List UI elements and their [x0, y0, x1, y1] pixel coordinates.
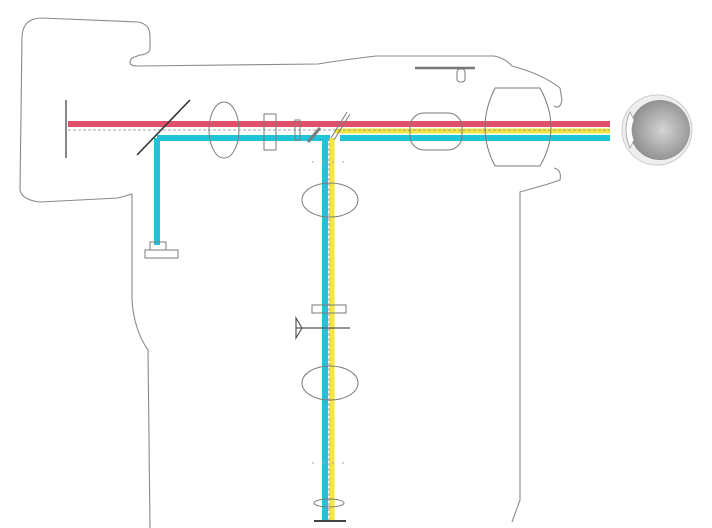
lens-5 — [313, 498, 345, 508]
objective-lens — [484, 87, 552, 167]
light-beams — [68, 121, 610, 522]
dichroic-mirror — [330, 111, 351, 141]
crosshair-reticle — [295, 315, 350, 341]
top-tab — [456, 68, 466, 83]
beam-splitter-mirror — [136, 99, 191, 156]
filter-3 — [311, 304, 347, 314]
small-mirror — [306, 127, 322, 143]
filter-1 — [263, 113, 277, 151]
lens-3 — [301, 182, 359, 218]
detector-icon — [144, 241, 179, 259]
lens-1 — [208, 101, 240, 159]
lens-2 — [409, 112, 463, 151]
lens-4 — [301, 365, 359, 401]
filter-2 — [294, 119, 301, 141]
instrument-housing-outline — [19, 17, 563, 528]
eye-icon — [621, 94, 693, 166]
